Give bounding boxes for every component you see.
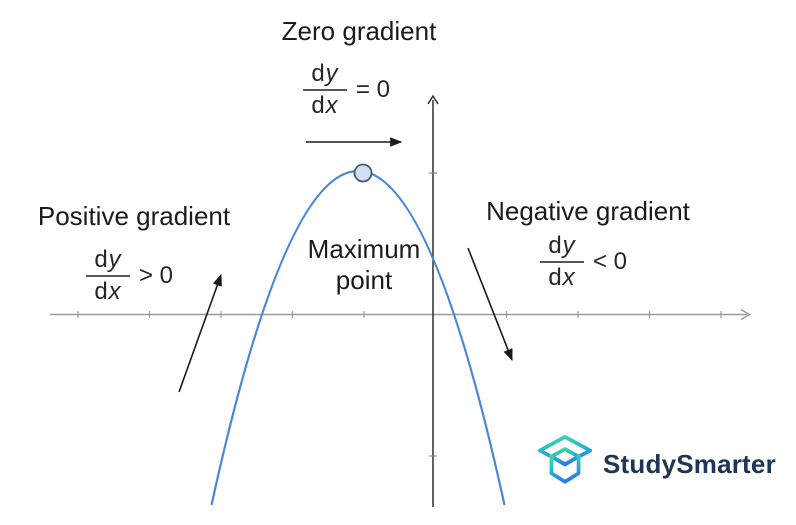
relation-less-than-zero: < 0 [593,248,628,275]
relation-greater-than-zero: > 0 [139,262,174,289]
positive-gradient-label: Positive gradient [37,201,231,231]
x-variable: x [325,92,339,119]
studysmarter-logo: StudySmarter [537,433,776,495]
maximum-point-label: Maximum point [307,234,421,295]
zero-gradient-expression: dy dx = 0 [303,60,390,120]
positive-gradient-expression: dy dx > 0 [86,246,173,306]
studysmarter-logo-text: StudySmarter [603,448,776,479]
x-variable: x [108,278,122,305]
dy-dx-fraction: dy dx [540,232,584,292]
y-variable: y [108,246,122,273]
maximum-point-marker [353,163,373,183]
d-symbol: d [94,278,109,305]
fraction-bar [303,89,347,91]
y-axis-ticks [429,172,437,457]
y-variable: y [562,232,576,259]
fraction-denominator: dx [548,264,575,292]
negative-gradient-label: Negative gradient [486,196,690,226]
fraction-numerator: dy [94,246,121,274]
fraction-denominator: dx [311,92,338,120]
fraction-numerator: dy [548,232,575,260]
x-axis-arrow-icon [740,308,751,321]
positive-gradient-arrow-icon [178,273,222,393]
d-symbol: d [548,232,563,259]
fraction-bar [540,261,584,263]
fraction-numerator: dy [311,60,338,88]
fraction-denominator: dx [94,278,121,306]
fraction-bar [86,275,130,277]
dy-dx-fraction: dy dx [303,60,347,120]
negative-gradient-expression: dy dx < 0 [540,232,627,292]
x-variable: x [562,264,576,291]
negative-gradient-arrow-icon [467,247,513,362]
zero-gradient-label: Zero gradient [281,16,437,46]
y-variable: y [325,60,339,87]
dy-dx-fraction: dy dx [86,246,130,306]
d-symbol: d [311,60,326,87]
d-symbol: d [548,264,563,291]
d-symbol: d [94,246,109,273]
relation-equals-zero: = 0 [356,76,391,103]
parabola-curve [210,169,506,506]
d-symbol: d [311,92,326,119]
studysmarter-logo-icon [537,435,593,484]
y-axis-arrow-icon [427,94,439,105]
x-axis-ticks [77,311,722,318]
